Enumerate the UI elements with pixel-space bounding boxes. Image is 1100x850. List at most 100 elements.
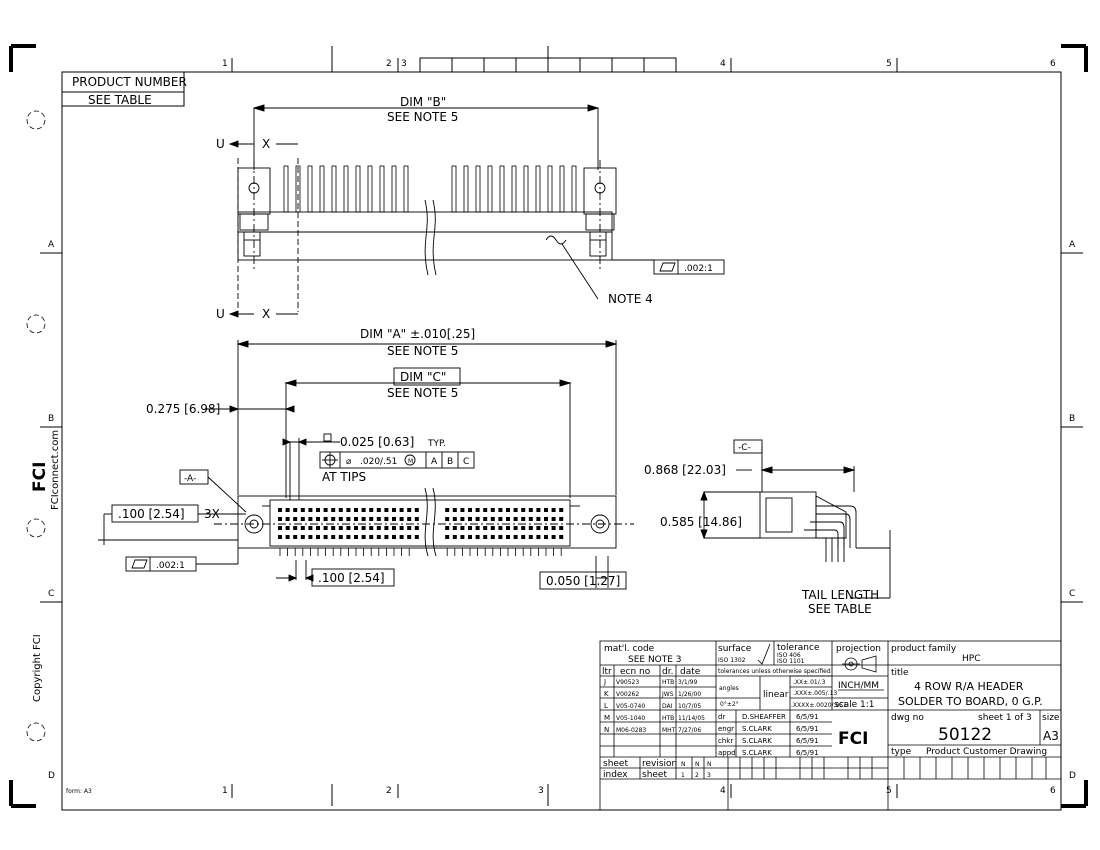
dim-b-note: SEE NOTE 5 (387, 110, 458, 124)
zone-label-right-d: D (1069, 771, 1076, 781)
front-contact-pin (490, 508, 495, 512)
angles-label: angles (719, 685, 739, 692)
linear-tolerance-1: .XX±.01/.3 (793, 679, 826, 686)
dim-b-label: DIM "B" (400, 95, 446, 109)
product-number-label: PRODUCT NUMBER (72, 75, 187, 89)
projection-label: projection (836, 644, 881, 654)
sheet-border (9, 44, 1088, 811)
dim-0275-label: 0.275 [6.98] (146, 402, 220, 416)
top-contact-pin (331, 165, 337, 213)
dim-0050-label: 0.050 [1.27] (546, 574, 620, 588)
front-contact-pin (392, 535, 396, 539)
revision-3: N (707, 761, 712, 768)
dim-100-3x-label: .100 [2.54] (118, 507, 185, 521)
front-contact-pin (399, 526, 404, 530)
zone-label-top-4: 4 (720, 59, 726, 69)
fci-side-logo: FCI (30, 462, 50, 492)
tolerance-iso-1101: ISO 1101 (777, 658, 805, 665)
dim-c-note: SEE NOTE 5 (387, 386, 458, 400)
front-contact-pin (323, 517, 328, 521)
front-contact-pin (278, 517, 282, 521)
front-contact-pin (384, 535, 389, 539)
top-contact-pin (451, 165, 457, 213)
zone-label-top-1: 1 (222, 59, 228, 69)
front-contact-pin (498, 517, 503, 521)
top-flatness-value: .002:1 (684, 264, 713, 274)
top-contact-pin (343, 165, 349, 213)
top-view (228, 104, 725, 318)
front-contact-pin (483, 517, 488, 521)
front-contact-pin (316, 535, 320, 539)
front-contact-pin (483, 526, 488, 530)
at-tips-label: AT TIPS (322, 470, 366, 484)
pitch-label: .100 [2.54] (318, 571, 385, 585)
front-contact-pin (468, 526, 472, 530)
front-contact-pin (323, 508, 328, 512)
front-contact-pin (414, 508, 419, 512)
top-contact-pin (571, 165, 577, 213)
zone-label-bottom-5: 5 (886, 786, 892, 796)
front-contact-pin (551, 526, 556, 530)
rev-header-ecn: ecn no (620, 667, 651, 677)
front-contact-pin (551, 517, 556, 521)
zone-label-top-2: 2 (386, 59, 392, 69)
revision-cell: V05-1040 (616, 715, 645, 722)
linear-tolerance-2: .XXX±.005/.13 (793, 690, 837, 697)
front-contact-pin (316, 517, 320, 521)
title-block (599, 640, 1062, 811)
front-contact-pin (559, 517, 564, 521)
front-contact-pin (483, 508, 488, 512)
top-contact-pin (307, 165, 313, 213)
front-contact-pin (544, 517, 548, 521)
datum-a-label: -A- (184, 474, 196, 484)
front-contact-pin (544, 526, 548, 530)
top-contact-pin (403, 165, 409, 213)
product-family-label: product family (891, 644, 957, 654)
front-contact-pin (308, 508, 313, 512)
front-contact-pin (369, 508, 374, 512)
zone-label-right-a: A (1069, 240, 1076, 250)
zone-label-right-c: C (1069, 589, 1075, 599)
front-contact-pin (278, 535, 282, 539)
signoff-cell: 6/5/91 (796, 713, 819, 721)
signoff-cell: appd (718, 749, 736, 757)
front-flatness-value: .002:1 (156, 561, 185, 571)
front-contact-pin (445, 535, 450, 539)
surface-iso: ISO 1302 (718, 657, 746, 664)
front-contact-pin (460, 526, 465, 530)
top-contact-pin (511, 165, 517, 213)
dim-a-label: DIM "A" ±.010[.25] (360, 327, 475, 341)
front-contact-pin (354, 535, 358, 539)
front-contact-pin (308, 517, 313, 521)
front-contact-pin (445, 517, 450, 521)
front-contact-pin (521, 526, 526, 530)
front-contact-pin (460, 508, 465, 512)
product-number-box (61, 71, 185, 107)
top-contact-pin (367, 165, 373, 213)
front-contact-pin (376, 535, 381, 539)
dim-0868-label: 0.868 [22.03] (644, 463, 726, 477)
front-contact-pin (490, 526, 495, 530)
front-contact-pin (460, 535, 465, 539)
top-contact-pin (319, 165, 325, 213)
front-contact-pin (452, 526, 457, 530)
front-contact-pin (293, 508, 298, 512)
front-contact-pin (285, 535, 290, 539)
front-contact-pin (506, 517, 510, 521)
zone-label-left-d: D (48, 771, 55, 781)
front-contact-pin (513, 526, 518, 530)
signoff-cell: 6/5/91 (796, 737, 819, 745)
sheet-row-label-2: sheet (642, 770, 667, 780)
tolerance-diameter: ⌀ (346, 457, 352, 467)
signoff-cell: chkr (718, 737, 733, 745)
sheet-num-2: 2 (695, 772, 699, 779)
top-contact-pin (355, 165, 361, 213)
signoff-cell: dr (718, 713, 725, 721)
front-contact-pin (338, 508, 343, 512)
tolerance-datum-c: C (463, 457, 469, 467)
drawing-title-line-1: 4 ROW R/A HEADER (914, 680, 1024, 693)
front-contact-pin (414, 535, 419, 539)
